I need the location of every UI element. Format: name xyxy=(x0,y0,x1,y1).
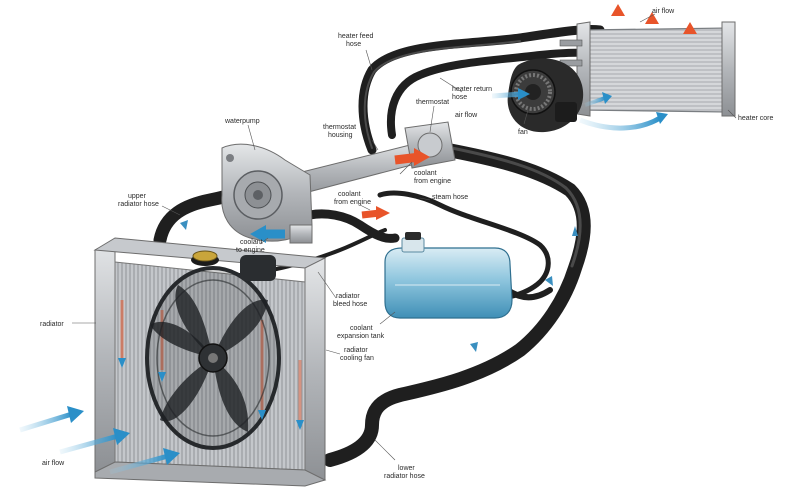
label-lower-radiator-hose-1: lower xyxy=(398,465,415,472)
front-air-flow-arrows xyxy=(19,406,180,475)
label-air-flow-bottom: air flow xyxy=(42,460,65,467)
label-heater-feed-hose-2: hose xyxy=(346,41,361,48)
leader-lines xyxy=(72,13,737,461)
label-radiator-bleed-hose-1: radiator xyxy=(336,293,360,300)
label-steam-hose: steam hose xyxy=(432,194,468,201)
label-air-flow-mid: air flow xyxy=(455,112,478,119)
label-radiator: radiator xyxy=(40,321,64,328)
coolant-flow-arrows xyxy=(246,148,430,243)
hoses xyxy=(153,25,605,467)
label-fan: fan xyxy=(518,129,528,136)
label-coolant-to-engine-2: to engine xyxy=(236,247,265,254)
label-coolant-from-engine-lower-2: from engine xyxy=(334,199,371,206)
label-lower-radiator-hose-2: radiator hose xyxy=(384,473,425,480)
coolant-expansion-tank xyxy=(384,232,513,319)
radiator-flow-arrows xyxy=(118,358,304,430)
label-upper-radiator-hose-2: radiator hose xyxy=(118,201,159,208)
label-heater-return-hose-1: heater return xyxy=(452,86,492,93)
heater-feed-hose xyxy=(358,25,605,155)
label-air-flow-top: air flow xyxy=(652,8,675,15)
heater-air-flow-arrows xyxy=(611,4,697,52)
label-thermostat-housing-1: thermostat xyxy=(323,124,356,131)
heater-return-hose xyxy=(387,48,604,139)
heater-core xyxy=(559,21,736,117)
labels: heater feed hose heater return hose air … xyxy=(40,8,774,480)
label-coolant-from-engine-upper-2: from engine xyxy=(414,178,451,185)
coolant-hose-lower xyxy=(305,209,400,243)
label-coolant-expansion-tank-2: expansion tank xyxy=(337,333,385,340)
label-coolant-expansion-tank-1: coolant xyxy=(350,325,373,332)
blower-fan xyxy=(507,58,584,133)
hose-direction-arrows xyxy=(180,220,578,352)
label-heater-feed-hose-1: heater feed xyxy=(338,33,374,40)
label-coolant-from-engine-lower-1: coolant xyxy=(338,191,361,198)
label-waterpump: waterpump xyxy=(224,118,260,125)
label-heater-return-hose-2: hose xyxy=(452,94,467,101)
label-thermostat-housing-2: housing xyxy=(328,132,353,139)
label-radiator-bleed-hose-2: bleed hose xyxy=(333,301,367,308)
label-radiator-cooling-fan-1: radiator xyxy=(344,347,368,354)
waterpump-assembly xyxy=(221,121,456,244)
radiator-cooling-fan xyxy=(145,255,281,450)
label-upper-radiator-hose-1: upper xyxy=(128,193,147,200)
label-coolant-to-engine-1: coolant xyxy=(240,239,263,246)
label-radiator-cooling-fan-2: cooling fan xyxy=(340,355,374,362)
label-thermostat: thermostat xyxy=(416,99,449,106)
blower-air-flow-arrows xyxy=(491,88,668,131)
label-coolant-from-engine-upper-1: coolant xyxy=(414,170,437,177)
label-heater-core: heater core xyxy=(738,115,774,122)
